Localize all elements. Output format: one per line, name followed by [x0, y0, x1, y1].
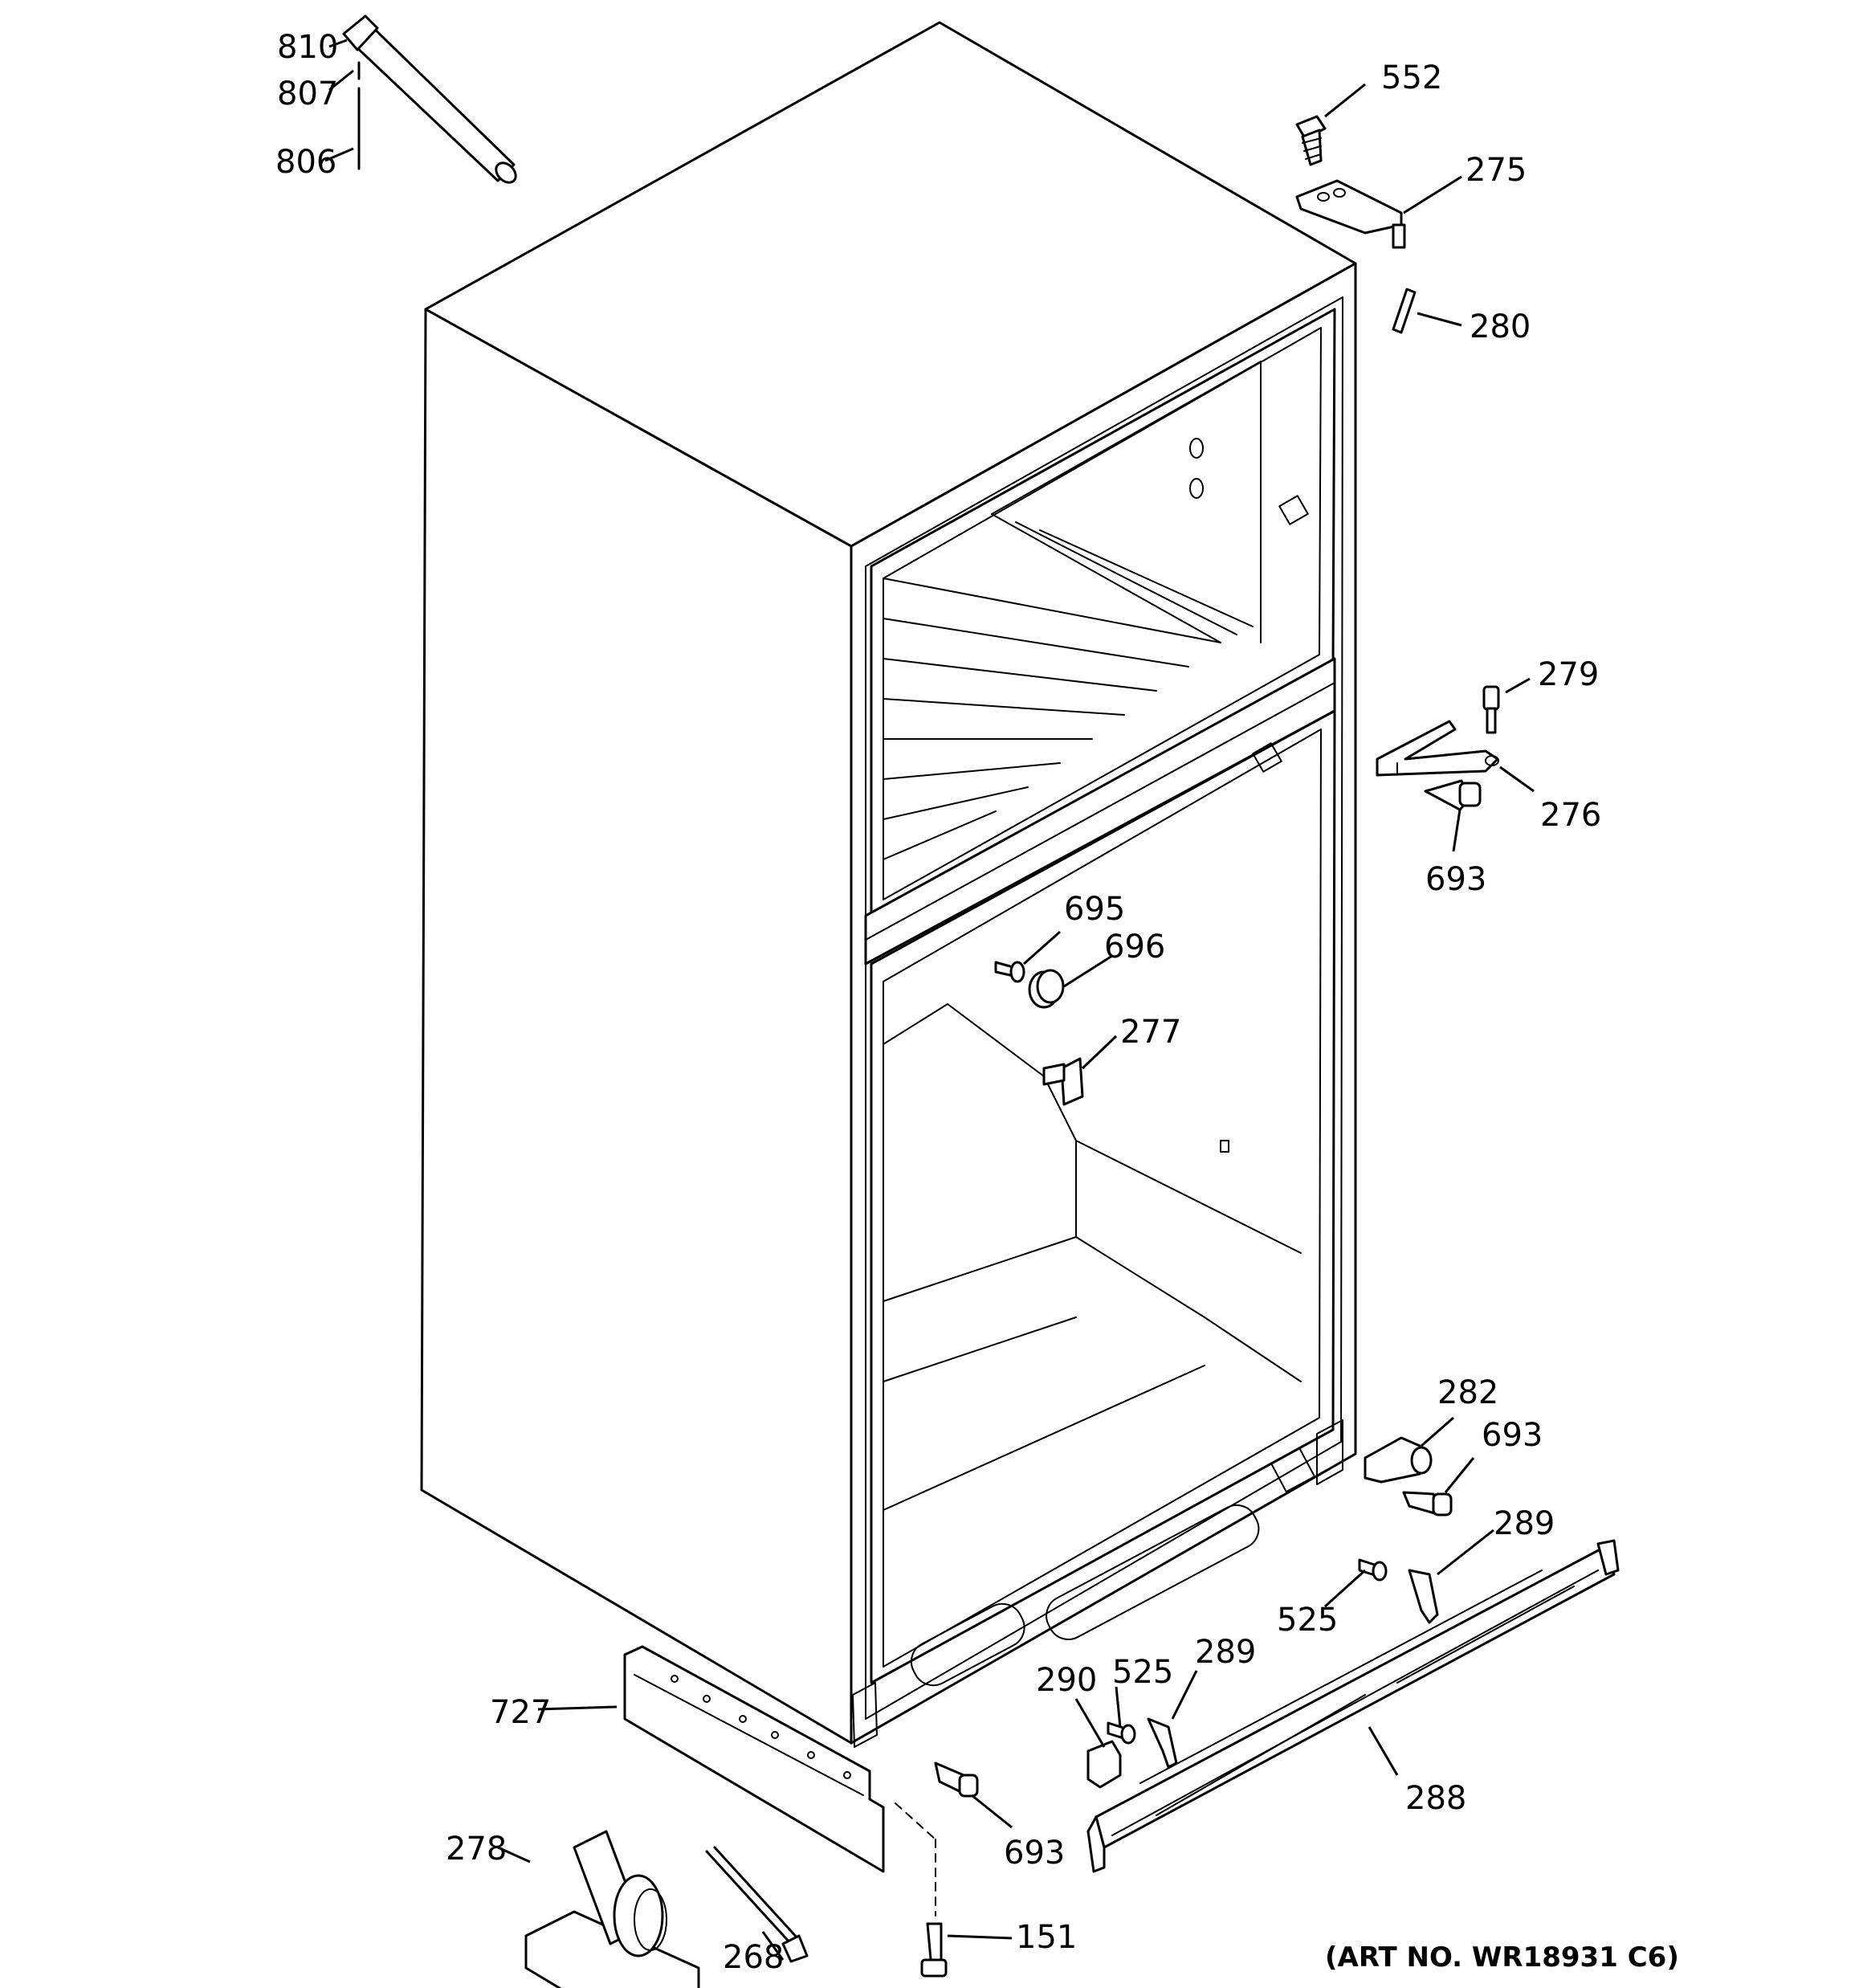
callout-806: 806: [275, 144, 336, 181]
callout-696: 696: [1104, 929, 1165, 965]
callout-290: 290: [1036, 1662, 1097, 1699]
callout-280: 280: [1470, 308, 1531, 345]
callout-693-upper: 693: [1425, 861, 1486, 898]
top-hinge-275: [1295, 179, 1406, 249]
bracket-277: [1042, 1057, 1084, 1106]
callout-278: 278: [446, 1831, 507, 1868]
bottom-hinge-282: [1364, 1436, 1433, 1484]
clip-289-left: [1147, 1717, 1178, 1769]
callout-151: 151: [1016, 1919, 1077, 1956]
art-number: (ART NO. WR18931 C6): [1325, 1941, 1679, 1974]
fresh-food-compartment: [852, 709, 1343, 1748]
freezer-compartment: [870, 308, 1336, 917]
shim-280: [1392, 288, 1417, 334]
bolt-552: [1295, 115, 1327, 166]
screw-525-right: [1358, 1558, 1388, 1582]
center-hinge-276: [1376, 720, 1499, 777]
callout-288: 288: [1405, 1780, 1466, 1817]
water-tube-assembly: [342, 14, 517, 184]
rod-268: [705, 1846, 809, 1963]
roller-278: [524, 1830, 700, 1988]
callout-282: 282: [1437, 1374, 1498, 1411]
plug-696: [1028, 969, 1065, 1009]
callout-275: 275: [1466, 152, 1527, 189]
screw-693-middle: [1402, 1491, 1453, 1517]
callout-693-lower: 693: [1004, 1835, 1065, 1872]
callout-552: 552: [1381, 59, 1442, 96]
callout-727: 727: [490, 1694, 551, 1731]
callout-525-right: 525: [1277, 1602, 1338, 1639]
leader-lines: [324, 39, 1535, 1961]
callout-276: 276: [1540, 797, 1601, 834]
screw-693-lower: [934, 1761, 979, 1798]
grille-288: [1086, 1539, 1620, 1873]
toe-plate-727: [623, 1645, 885, 1873]
callout-268: 268: [723, 1939, 784, 1976]
callout-695: 695: [1064, 891, 1125, 928]
callout-810: 810: [277, 29, 338, 66]
callout-693-middle: 693: [1482, 1417, 1543, 1454]
callout-807: 807: [277, 76, 338, 112]
screw-525-left: [1107, 1721, 1136, 1745]
screw-693-upper: [1424, 779, 1482, 811]
callout-277: 277: [1120, 1014, 1181, 1051]
screw-695: [994, 961, 1025, 983]
cabinet: [420, 21, 1357, 1745]
screw-151: [895, 1802, 948, 1978]
clip-289-right: [1408, 1569, 1439, 1624]
callout-289-left: 289: [1195, 1634, 1256, 1671]
callout-525-left: 525: [1112, 1654, 1173, 1691]
block-290: [1086, 1740, 1122, 1789]
hinge-pin-279: [1482, 685, 1500, 734]
callout-labels: 810 807 806 552 275 280 279 276 693 695 …: [275, 29, 1601, 1976]
callout-289-right: 289: [1494, 1505, 1555, 1542]
callout-279: 279: [1538, 656, 1599, 693]
